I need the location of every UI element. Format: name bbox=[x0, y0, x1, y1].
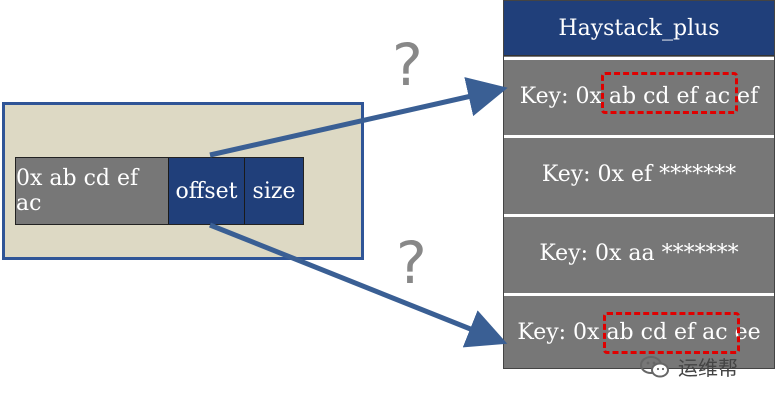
watermark-text: 运维帮 bbox=[678, 356, 738, 380]
watermark: 运维帮 bbox=[640, 352, 738, 381]
haystack-title: Haystack_plus bbox=[504, 1, 774, 56]
haystack-row: Key: 0x ab cd ef ac ef bbox=[504, 57, 774, 132]
question-mark-bottom: ? bbox=[396, 229, 427, 297]
arrow-to-bottom-row bbox=[209, 222, 508, 348]
haystack-table: Haystack_plus Key: 0x ab cd ef ac ef Key… bbox=[503, 0, 775, 369]
arrow-to-top-row bbox=[209, 77, 508, 158]
wechat-icon bbox=[640, 355, 670, 379]
needle-key-cell: 0x ab cd ef ac bbox=[16, 158, 169, 224]
needle-offset-cell: offset bbox=[169, 158, 245, 224]
question-mark-top: ? bbox=[392, 31, 423, 99]
match-highlight-top bbox=[601, 72, 738, 114]
needle-size-cell: size bbox=[245, 158, 303, 224]
haystack-row: Key: 0x ab cd ef ac ee bbox=[504, 293, 774, 368]
match-highlight-bottom bbox=[603, 312, 740, 354]
haystack-row: Key: 0x aa ******* bbox=[504, 214, 774, 289]
haystack-row: Key: 0x ef ******* bbox=[504, 135, 774, 210]
needle-record: 0x ab cd ef ac offset size bbox=[15, 157, 304, 225]
